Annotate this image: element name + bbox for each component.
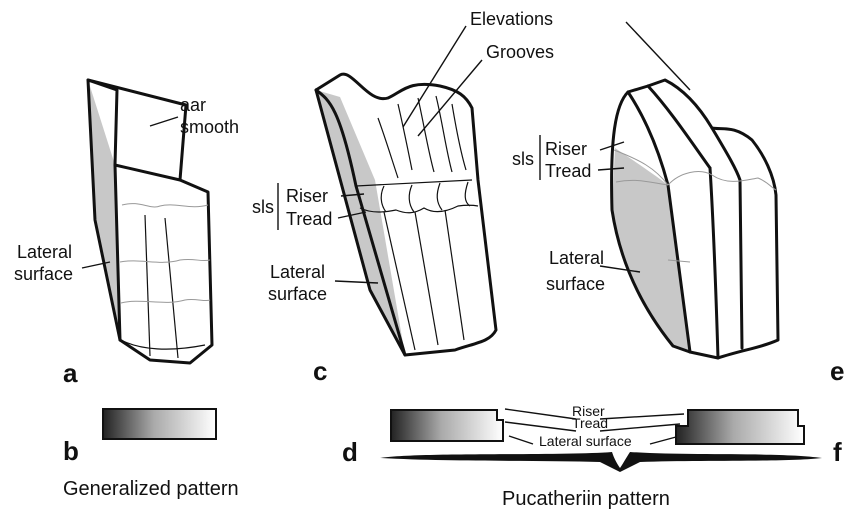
label-lateral-c-surface: surface: [268, 284, 327, 304]
caption-generalized-pattern: Generalized pattern: [63, 478, 239, 500]
label-lateral-df: Lateral surface: [539, 433, 632, 449]
label-sls-c: sls: [252, 197, 274, 217]
label-tread-c: Tread: [286, 209, 332, 229]
label-tread-df: Tread: [572, 415, 608, 431]
generalized-profile-b: [103, 409, 216, 439]
panel-label-d: d: [342, 437, 358, 467]
label-lateral-c: Lateral: [270, 262, 325, 282]
label-aar: aar: [180, 95, 206, 115]
label-lateral-e-surface: surface: [546, 274, 605, 294]
tooth-e: [540, 22, 778, 358]
panel-label-c: c: [313, 356, 327, 386]
tooth-e-lateral-surface: [612, 148, 690, 352]
label-lateral-e: Lateral: [549, 248, 604, 268]
label-riser-e: Riser: [545, 139, 587, 159]
panel-label-b: b: [63, 436, 79, 466]
caption-pucatheriin-pattern: Pucatheriin pattern: [502, 488, 670, 509]
label-lateral-a-surface: surface: [14, 264, 73, 284]
panel-label-f: f: [833, 437, 842, 467]
label-grooves: Grooves: [486, 42, 554, 62]
panel-label-e: e: [830, 356, 844, 386]
label-sls-e: sls: [512, 149, 534, 169]
pucatheriin-profile-f: [676, 410, 804, 444]
label-elevations: Elevations: [470, 9, 553, 29]
label-riser-c: Riser: [286, 186, 328, 206]
panel-label-a: a: [63, 358, 78, 388]
pucatheriin-brace: [380, 452, 822, 472]
label-lateral-a: Lateral: [17, 242, 72, 262]
pucatheriin-profile-d: [391, 410, 503, 441]
label-tread-e: Tread: [545, 161, 591, 181]
label-aar-smooth: smooth: [180, 117, 239, 137]
